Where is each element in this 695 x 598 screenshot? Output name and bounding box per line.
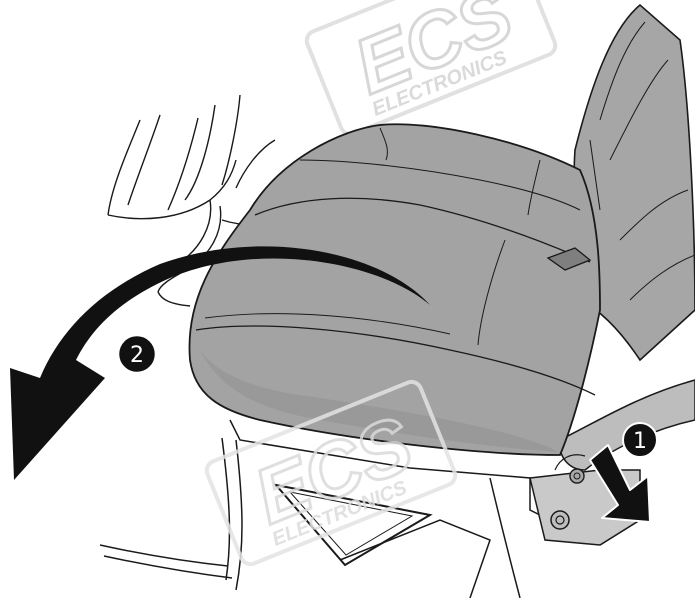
step-badge-1: 1	[623, 423, 657, 457]
step-badge-2: 2	[118, 335, 156, 373]
seat-cushion	[189, 124, 600, 455]
ecs-watermark-top: ECS ELECTRONICS	[304, 0, 558, 137]
bracket-bolt	[551, 511, 569, 529]
step-1-label: 1	[633, 429, 647, 454]
step-2-label: 2	[130, 343, 144, 368]
hinge-bolt	[570, 469, 584, 483]
